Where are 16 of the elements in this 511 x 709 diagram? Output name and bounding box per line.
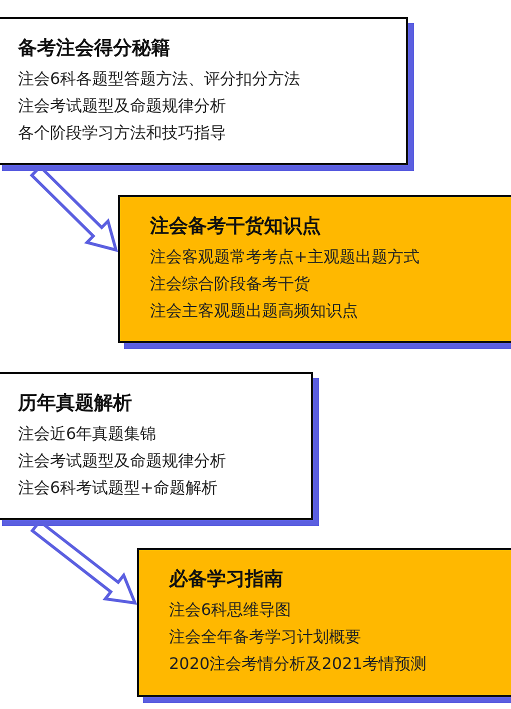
bullet-text: 注会综合阶段备考干货 — [150, 274, 310, 295]
card-heading: 历年真题解析 — [18, 391, 132, 416]
bullet-text: 注会6科思维导图 — [169, 600, 292, 621]
card-heading: 必备学习指南 — [169, 567, 283, 592]
bullet-text: 注会全年备考学习计划概要 — [169, 627, 361, 648]
bullet-text: 注会主客观题出题高频知识点 — [150, 301, 358, 322]
bullet-text: 注会考试题型及命题规律分析 — [18, 451, 226, 472]
bullet-text: 注会考试题型及命题规律分析 — [18, 96, 226, 117]
card-heading: 注会备考干货知识点 — [150, 214, 321, 239]
card-heading: 备考注会得分秘籍 — [18, 36, 170, 61]
bullet-text: 注会客观题常考考点+主观题出题方式 — [150, 247, 420, 268]
bullet-text: 注会6科考试题型+命题解析 — [18, 478, 218, 499]
bullet-text: 注会近6年真题集锦 — [18, 424, 156, 445]
bullet-text: 2020注会考情分析及2021考情预测 — [169, 654, 426, 675]
bullet-text: 各个阶段学习方法和技巧指导 — [18, 123, 226, 144]
bullet-text: 注会6科各题型答题方法、评分扣分方法 — [18, 69, 300, 90]
